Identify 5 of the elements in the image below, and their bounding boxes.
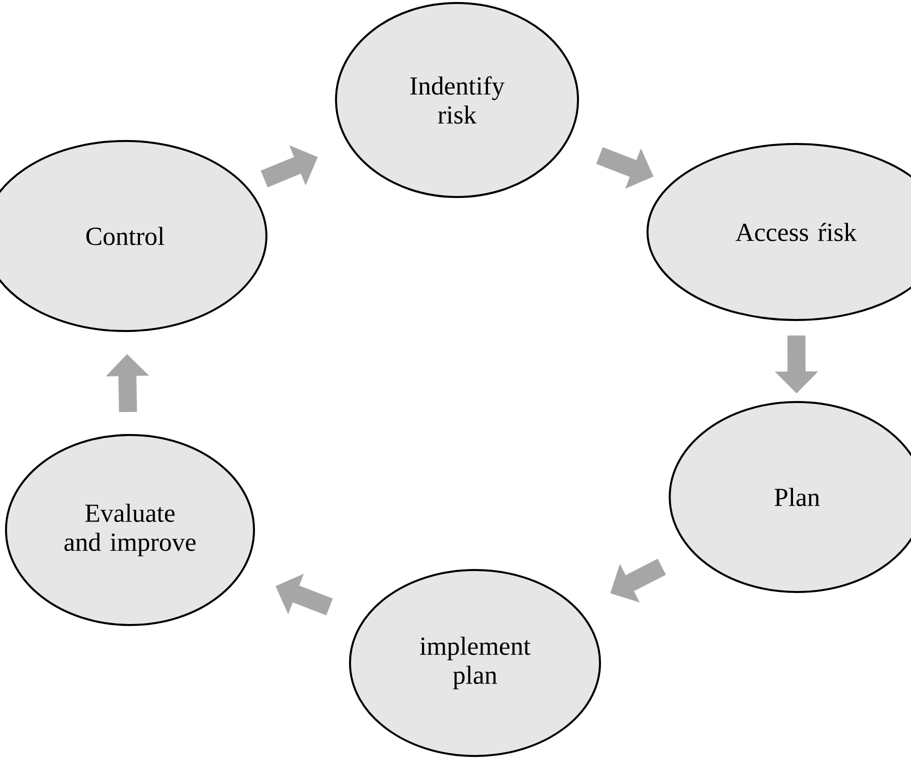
ellipse-node: Access ŕisk	[646, 143, 911, 321]
ellipse-node: Plan	[668, 401, 911, 593]
ellipse-node: implement plan	[349, 569, 601, 757]
ellipse-node: Evaluate and improve	[5, 434, 255, 626]
ellipse-node: Indentify risk	[335, 2, 579, 198]
